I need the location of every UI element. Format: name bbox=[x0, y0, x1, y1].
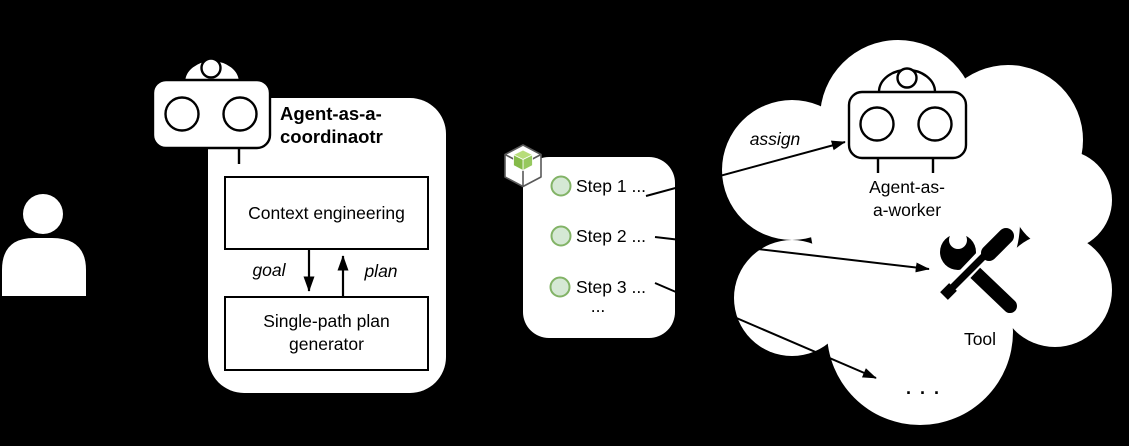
single-path-plan-label: Single-path plan generator bbox=[225, 310, 428, 356]
coordinator-title-line2: coordinaotr bbox=[280, 126, 383, 147]
assign-arrow bbox=[645, 140, 846, 197]
worker-robot-icon bbox=[847, 67, 968, 173]
single-path-plan-line2: generator bbox=[289, 334, 364, 354]
context-engineering-box bbox=[224, 176, 429, 250]
steps-more-label: ... bbox=[590, 296, 606, 316]
step2-to-tool-arrow bbox=[654, 236, 930, 273]
worker-label-line2: a-worker bbox=[872, 200, 942, 220]
plan-label: plan bbox=[364, 261, 398, 281]
package-cube-icon bbox=[504, 144, 542, 188]
step-3-label: Step 3 ... bbox=[576, 277, 647, 297]
step-1-label: Step 1 ... bbox=[576, 176, 647, 196]
single-path-plan-line1: Single-path plan bbox=[263, 311, 390, 331]
goal-label: goal bbox=[252, 260, 286, 280]
coordinator-robot-icon bbox=[151, 57, 272, 164]
step3-to-more-arrow bbox=[654, 282, 877, 379]
assign-label: assign bbox=[749, 129, 801, 149]
person-icon bbox=[2, 194, 86, 296]
tool-icon bbox=[940, 218, 1017, 313]
step-bullet-icons bbox=[549, 175, 572, 298]
worker-label: Agent-as- a-worker bbox=[846, 176, 968, 222]
worker-label-line1: Agent-as- bbox=[869, 177, 945, 197]
step-2-label: Step 2 ... bbox=[576, 226, 647, 246]
cloud-more-label: . . . bbox=[905, 378, 941, 398]
single-path-plan-box bbox=[224, 296, 429, 371]
context-engineering-label: Context engineering bbox=[248, 203, 405, 223]
coordinator-title: Agent-as-a- coordinaotr bbox=[280, 102, 383, 148]
tool-label: Tool bbox=[963, 329, 997, 349]
coordinator-title-line1: Agent-as-a- bbox=[280, 103, 382, 124]
